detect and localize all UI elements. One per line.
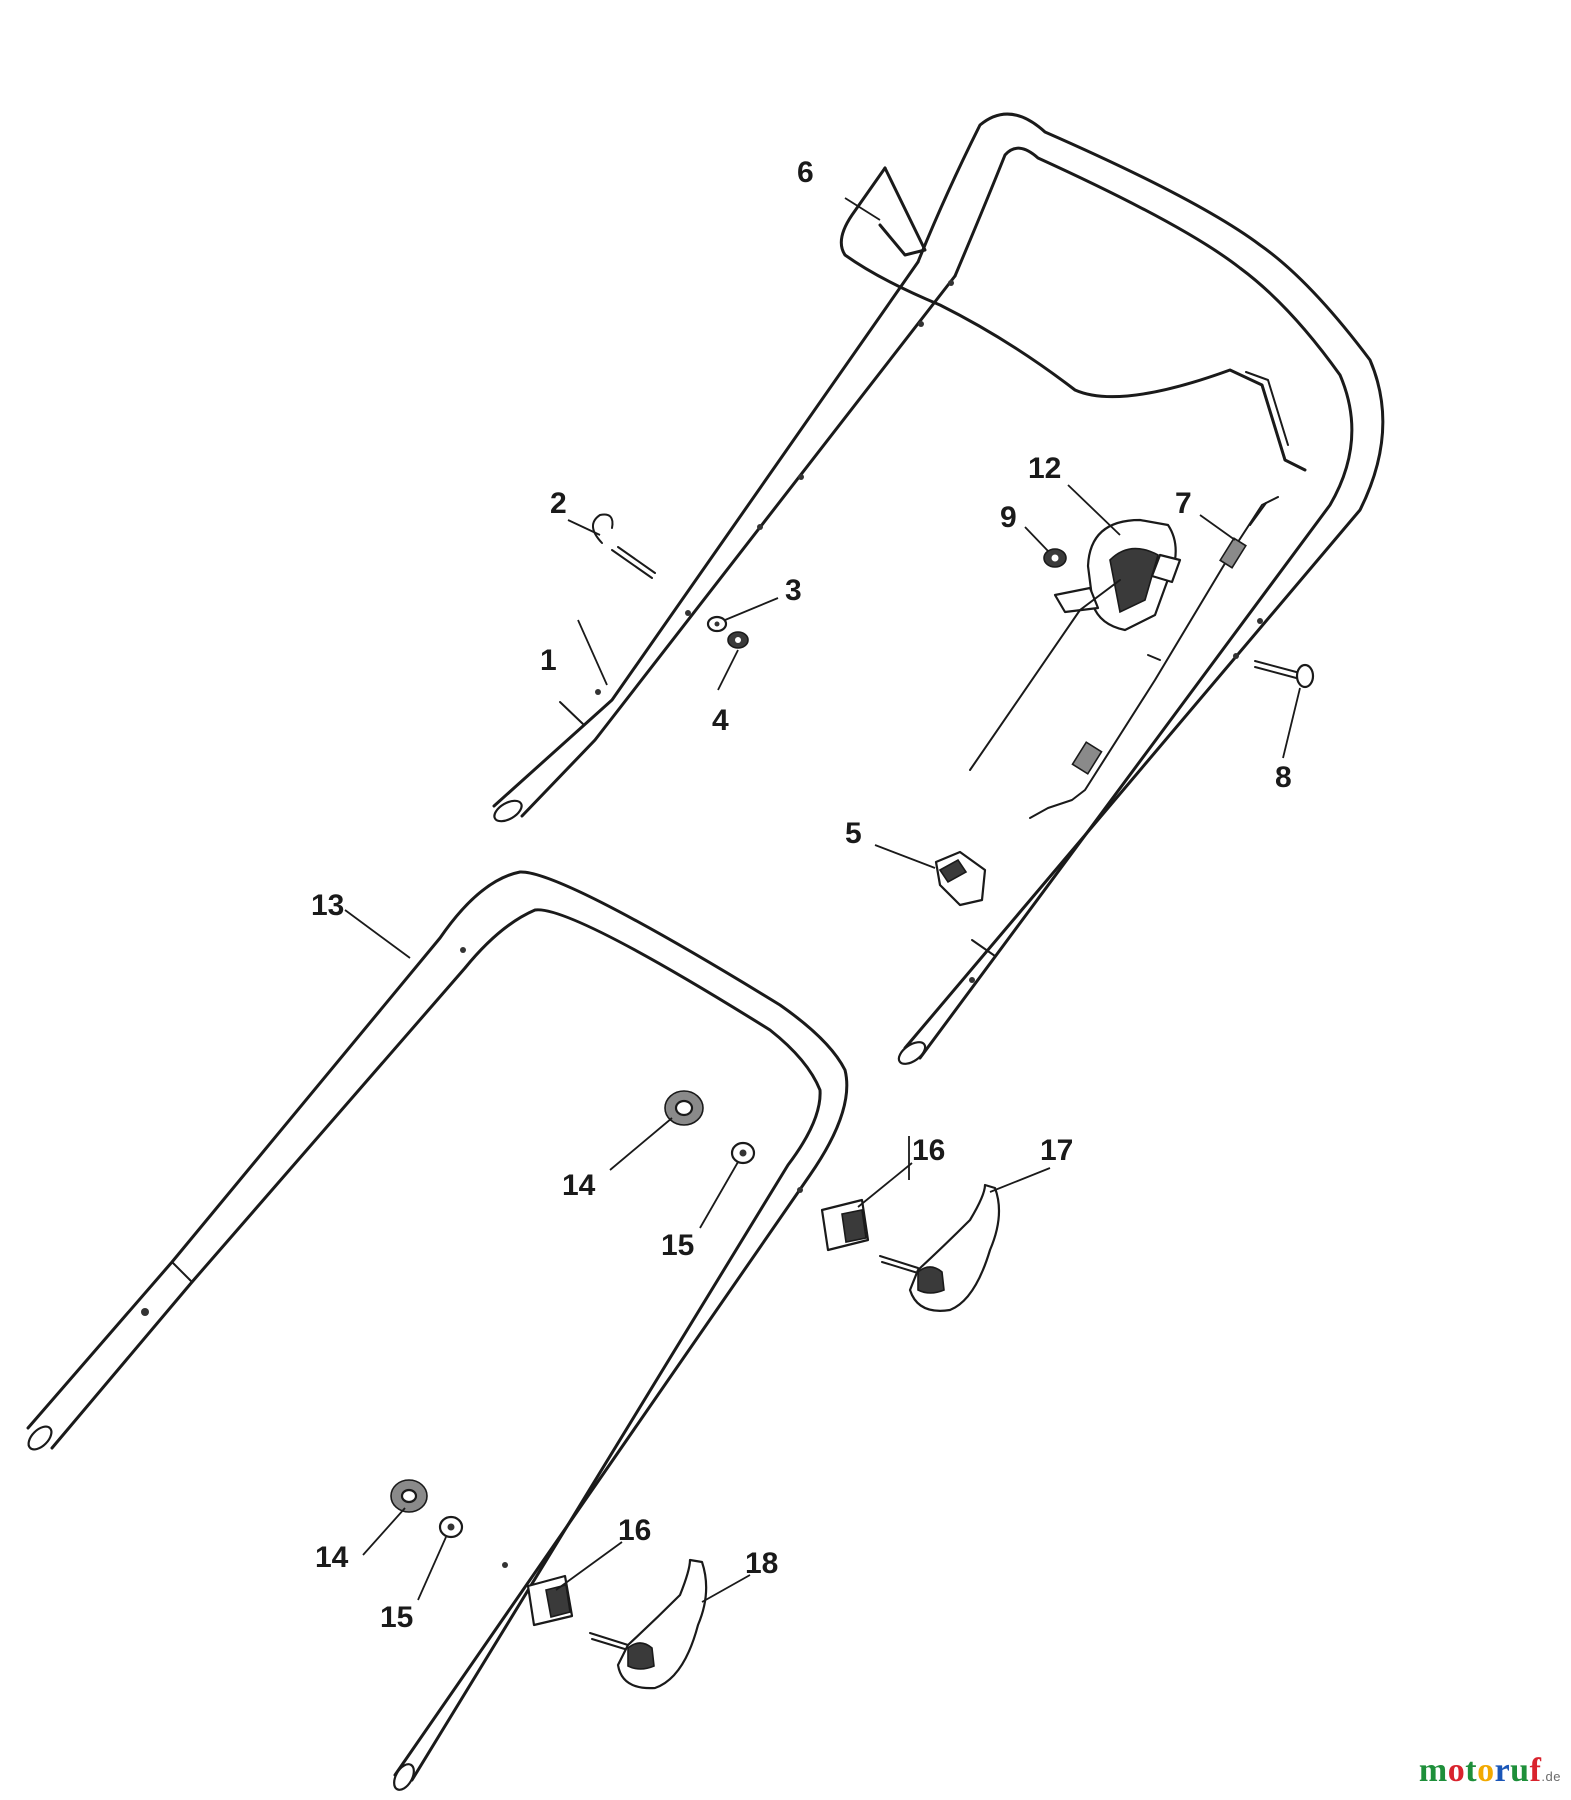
cable-clip — [934, 850, 987, 907]
part-label: 6 — [797, 156, 814, 189]
watermark-letter: o — [1447, 1752, 1466, 1789]
watermark-letter: f — [1529, 1752, 1542, 1789]
part-labels: 1 2 3 4 5 6 7 8 9 12 13 14 15 16 17 14 1… — [311, 156, 1292, 1634]
part-label: 2 — [550, 487, 567, 520]
watermark-tld: .de — [1541, 1769, 1561, 1784]
part-label: 1 — [540, 644, 557, 677]
brake-bar — [839, 166, 1307, 472]
motoruf-watermark: motoruf.de — [1419, 1752, 1561, 1790]
lower-handle-frame — [26, 870, 849, 1791]
part-label: 16 — [912, 1134, 945, 1167]
nut-part-15-lower — [438, 1515, 464, 1539]
watermark-letter: o — [1477, 1752, 1495, 1789]
part-label: 12 — [1028, 452, 1061, 485]
part-label: 3 — [785, 574, 802, 607]
part-label: 4 — [712, 704, 729, 737]
bolt-part-8 — [1254, 660, 1315, 689]
part-label: 13 — [311, 889, 344, 922]
upper-handle-frame — [492, 112, 1385, 1065]
watermark-text: motoruf — [1419, 1752, 1542, 1789]
part-label: 15 — [661, 1229, 694, 1262]
part-label: 16 — [618, 1514, 651, 1547]
part-label: 15 — [380, 1601, 413, 1634]
clamp-knob-part-17 — [879, 1183, 1001, 1312]
watermark-letter: m — [1418, 1752, 1448, 1789]
nut-part-9 — [1043, 548, 1067, 568]
washer-part-3 — [706, 615, 728, 633]
spacer-part-16-upper — [820, 1198, 870, 1252]
star-washer-part-14-upper — [664, 1090, 704, 1126]
control-lever — [1053, 518, 1182, 632]
part-label: 7 — [1175, 487, 1192, 520]
part-label: 17 — [1040, 1134, 1073, 1167]
leader-lines — [344, 197, 1301, 1603]
nut-part-4 — [727, 631, 749, 649]
spacer-part-16-lower — [526, 1574, 574, 1627]
part-label: 8 — [1275, 761, 1292, 794]
nut-part-15-upper — [730, 1141, 756, 1165]
watermark-letter: t — [1465, 1752, 1478, 1789]
part-label: 18 — [745, 1547, 778, 1580]
control-cable — [969, 496, 1279, 819]
clamp-knob-part-18 — [589, 1558, 708, 1690]
part-label: 9 — [1000, 501, 1017, 534]
part-label: 14 — [315, 1541, 349, 1574]
eye-bolt — [592, 513, 656, 579]
part-label: 5 — [845, 817, 862, 850]
watermark-letter: r — [1494, 1752, 1511, 1789]
star-washer-part-14-lower — [390, 1479, 428, 1513]
part-label: 14 — [562, 1169, 596, 1202]
watermark-letter: u — [1510, 1752, 1530, 1789]
